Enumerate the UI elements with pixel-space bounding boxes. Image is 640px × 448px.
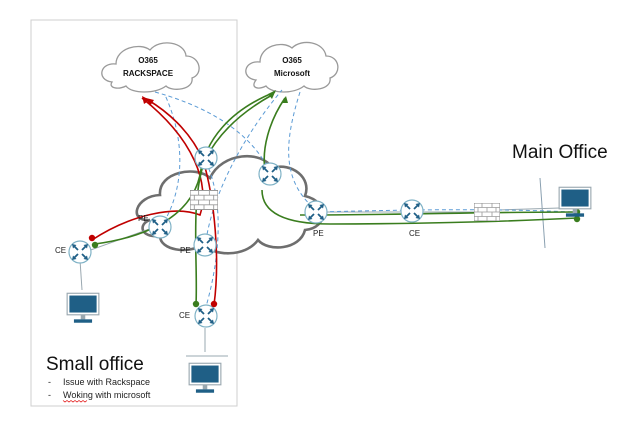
firewall-small-office-icon [190, 190, 218, 210]
green-endpoint-dot [192, 300, 200, 308]
note-microsoft-working: Woking with microsoft [63, 390, 151, 400]
rackspace-cloud-label-line2: RACKSPACE [123, 69, 174, 78]
note-rackspace-issue: Issue with Rackspace [63, 377, 150, 387]
dashed-paths [154, 89, 576, 311]
ce-left-label: CE [55, 246, 66, 255]
main-office-title: Main Office [512, 142, 608, 163]
pe-left-label: PE [138, 214, 149, 223]
microsoft-cloud-label-line1: O365 [282, 56, 302, 65]
router-ce-right-icon [400, 199, 424, 223]
red-endpoint-dot [210, 300, 218, 308]
router-cloud-mid-icon [258, 162, 282, 186]
wan-cloud [135, 154, 325, 255]
router-pe-cloud-top-icon [194, 146, 218, 170]
microsoft-cloud-label-line2: Microsoft [274, 69, 310, 78]
ce-right-label: CE [409, 229, 420, 238]
rackspace-cloud-label-line1: O365 [138, 56, 158, 65]
green-endpoint-dot [573, 215, 581, 223]
main-office-boundary [539, 177, 546, 249]
small-office-title: Small office [46, 354, 144, 375]
ce-bottom-label: CE [179, 311, 190, 320]
spellcheck-underline [62, 400, 88, 403]
router-pe-left-icon [148, 215, 172, 239]
red-endpoint-dot [88, 234, 96, 242]
o365-rackspace-cloud [101, 42, 200, 93]
monitor-small-office-left-icon [66, 292, 100, 324]
pe-right-label: PE [313, 229, 324, 238]
note-bullet: - [48, 377, 51, 387]
router-ce-left-icon [68, 240, 92, 264]
router-ce-bottom-icon [194, 304, 218, 328]
monitor-small-office-bottom-icon [188, 362, 222, 394]
firewall-main-office-icon [474, 203, 500, 221]
note-bullet: - [48, 390, 51, 400]
o365-microsoft-cloud [245, 41, 339, 93]
pe-bottom-label: PE [180, 246, 191, 255]
router-pe-bottom-icon [193, 233, 217, 257]
router-pe-right-icon [304, 200, 328, 224]
green-endpoint-dot [91, 241, 99, 249]
